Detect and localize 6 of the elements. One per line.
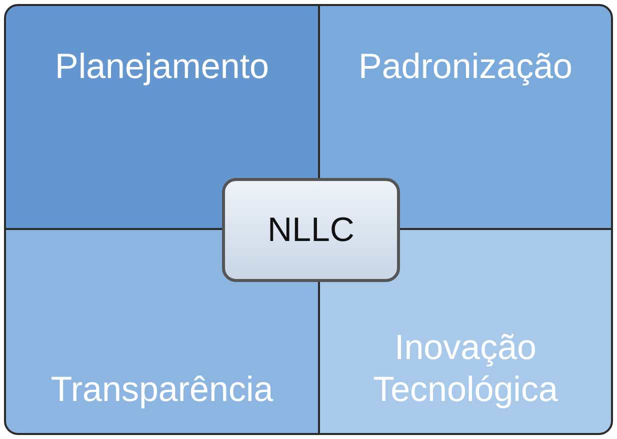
quadrant-label: Padronização: [358, 46, 573, 88]
quadrant-label: Planejamento: [54, 46, 270, 88]
center-box: [222, 178, 400, 282]
quadrant-label: Inovação Tecnológica: [372, 327, 559, 411]
quadrant-label: Transparência: [50, 369, 274, 411]
center-label: NLLC: [268, 210, 354, 250]
